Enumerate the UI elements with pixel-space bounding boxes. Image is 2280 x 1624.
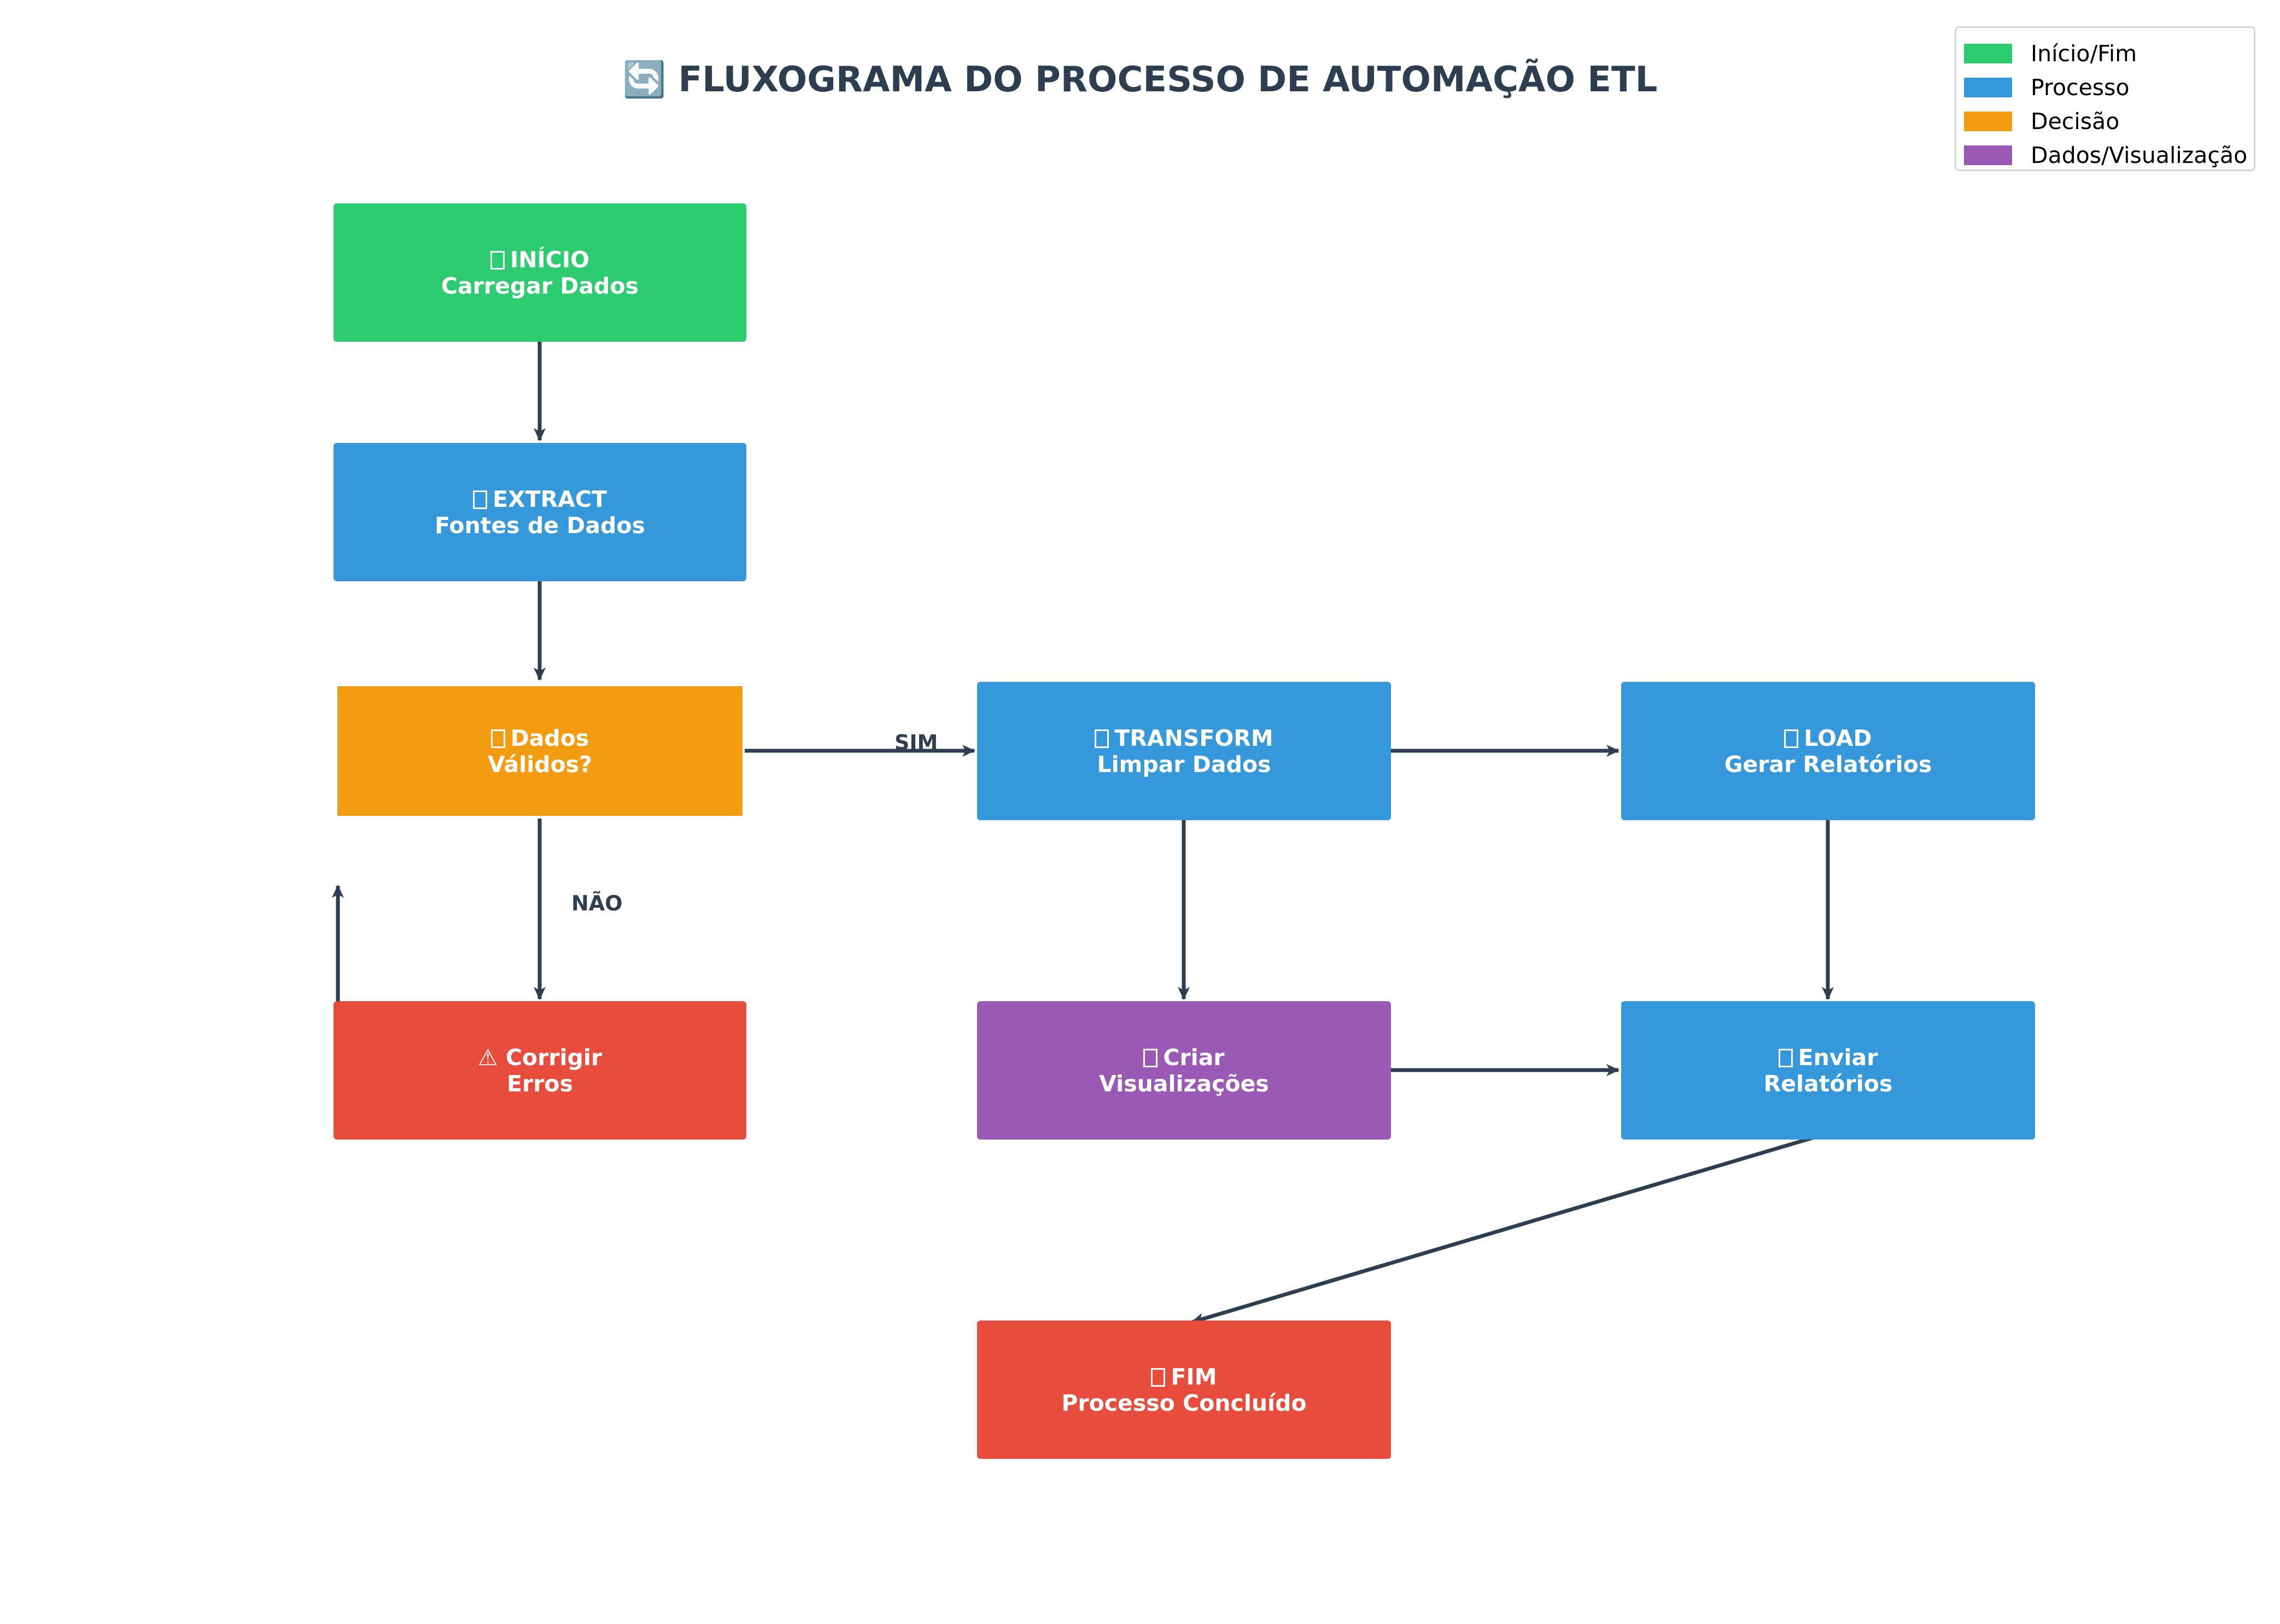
palette-icon (1143, 1048, 1158, 1067)
node-transform: TRANSFORM Limpar Dados (977, 682, 1391, 820)
edge-enviar-fim (1191, 1132, 1824, 1325)
node-corrigir-subtitle: Erros (506, 1070, 574, 1097)
node-inicio-title: INÍCIO (510, 246, 590, 273)
legend-item-start-end: Início/Fim (1964, 37, 2254, 71)
node-enviar: Enviar Relatórios (1621, 1001, 2035, 1140)
node-decision: Dados Válidos? (337, 686, 743, 816)
legend-swatch-data-viz (1964, 145, 2012, 165)
node-corrigir-title: ⚠ Corrigir (477, 1044, 603, 1071)
node-extract-title: EXTRACT (493, 486, 607, 512)
node-extract: EXTRACT Fontes de Dados (334, 443, 746, 581)
legend-item-data-viz: Dados/Visualização (1964, 138, 2254, 172)
node-load-subtitle: Gerar Relatórios (1724, 751, 1932, 778)
node-inicio-subtitle: Carregar Dados (441, 272, 639, 299)
mail-icon (1778, 1048, 1793, 1067)
edge-label-sim: SIM (895, 731, 938, 755)
question-icon (490, 729, 505, 748)
gear-icon (1095, 729, 1109, 748)
node-fim: FIM Processo Concluído (977, 1321, 1391, 1459)
node-criar: Criar Visualizações (977, 1001, 1391, 1140)
node-criar-subtitle: Visualizações (1099, 1070, 1269, 1097)
legend-swatch-decision (1964, 112, 2012, 131)
legend-item-decision: Decisão (1964, 104, 2254, 138)
legend-label-process: Processo (2031, 74, 2130, 101)
node-load-title: LOAD (1804, 725, 1872, 751)
node-load: LOAD Gerar Relatórios (1621, 682, 2035, 820)
node-decision-title: Dados (510, 725, 589, 751)
chart-icon (1784, 729, 1799, 748)
node-transform-title: TRANSFORM (1114, 725, 1273, 751)
node-extract-subtitle: Fontes de Dados (435, 512, 645, 539)
node-criar-title: Criar (1163, 1044, 1225, 1071)
node-enviar-title: Enviar (1798, 1044, 1878, 1071)
database-icon (473, 490, 488, 509)
legend-item-process: Processo (1964, 71, 2254, 104)
node-inicio: INÍCIO Carregar Dados (334, 203, 746, 342)
legend-label-data-viz: Dados/Visualização (2031, 142, 2248, 168)
node-decision-subtitle: Válidos? (488, 751, 592, 778)
node-enviar-subtitle: Relatórios (1763, 1070, 1893, 1097)
edge-label-nao: NÃO (571, 891, 623, 915)
node-corrigir: ⚠ Corrigir Erros (334, 1001, 746, 1140)
check-icon (1151, 1368, 1166, 1387)
rocket-icon (490, 250, 505, 270)
legend-swatch-process (1964, 78, 2012, 97)
legend: Início/Fim Processo Decisão Dados/Visual… (1955, 26, 2255, 171)
node-fim-subtitle: Processo Concluído (1061, 1389, 1307, 1416)
legend-swatch-start-end (1964, 44, 2012, 63)
node-transform-subtitle: Limpar Dados (1097, 751, 1271, 778)
diagram-title: 🔄 FLUXOGRAMA DO PROCESSO DE AUTOMAÇÃO ET… (622, 60, 1658, 100)
node-fim-title: FIM (1171, 1363, 1217, 1390)
legend-label-start-end: Início/Fim (2031, 40, 2137, 67)
legend-label-decision: Decisão (2031, 108, 2120, 135)
